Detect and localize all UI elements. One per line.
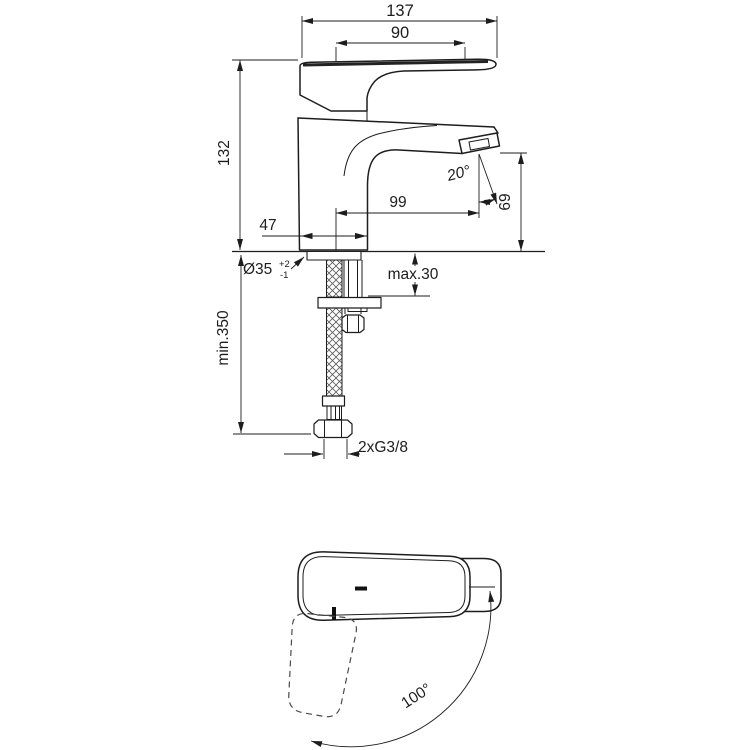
body-left-bottom (297, 117, 368, 251)
dim-90-label: 90 (391, 24, 409, 42)
faucet-body (297, 111, 501, 251)
extension-lines (232, 16, 527, 459)
topview-handle-outer (297, 551, 471, 621)
dim-hole-label: Ø35 (243, 261, 272, 278)
dim-69-label: 69 (497, 193, 514, 210)
dimension-max-deck-thickness: max.30 (388, 253, 439, 296)
topview-handle-rotated-dashed (288, 612, 357, 718)
dim-max30-label: max.30 (388, 266, 439, 283)
dimension-outlet-height: 69 (497, 153, 524, 251)
hole-leader-line (290, 256, 305, 270)
dimension-base-depth: 47 (259, 217, 367, 240)
dimension-min-hose-clearance: min.350 (215, 255, 244, 433)
dim-137-label: 137 (386, 2, 414, 20)
base-gasket (306, 250, 362, 261)
lever-outline (299, 58, 497, 112)
dimension-handle-length: 90 (336, 24, 465, 46)
mounting-bracket (317, 296, 382, 312)
angle-flow-line (478, 153, 498, 205)
angle-arc (478, 198, 496, 206)
faucet-lever (299, 58, 497, 112)
spout-contour-line (343, 125, 438, 177)
supply-hose-upper (326, 259, 343, 298)
dimension-spout-reach: 99 (336, 194, 479, 216)
dimension-supply-connection: 2xG3/8 (284, 439, 408, 457)
hose-end-fitting (313, 395, 353, 439)
dimension-total-height: 132 (216, 60, 243, 250)
dim-min350-label: min.350 (215, 310, 232, 366)
dimension-hole-diameter: Ø35 +2 -1 (243, 256, 305, 281)
dim-99-label: 99 (389, 194, 406, 211)
spout-top-edge (297, 117, 495, 128)
dim-132-label: 132 (216, 140, 233, 166)
dim-hole-tol-minus: -1 (280, 270, 288, 281)
dimension-aerator-angle: 20° (444, 153, 498, 218)
dimension-overall-length: 137 (302, 2, 497, 24)
g38-nut (313, 419, 353, 439)
ext-g38 (323, 439, 348, 459)
mounting-nut (341, 314, 365, 334)
dim-47-label: 47 (259, 217, 276, 234)
dim-hole-tol-plus: +2 (279, 259, 290, 270)
swivel-arc (310, 590, 495, 748)
aerator-insert (468, 137, 491, 151)
dim-20deg-label: 20° (444, 162, 472, 185)
supply-hose-lower (326, 307, 343, 397)
spout-right-face (493, 126, 499, 134)
dim-100deg-label: 100° (398, 680, 434, 712)
spout-underside (366, 149, 463, 251)
lever-top-shading (302, 60, 489, 67)
top-view: 100° (288, 551, 502, 748)
under-counter-assembly (313, 259, 382, 439)
dim-g38-label: 2xG3/8 (358, 439, 408, 456)
aerator-housing (458, 132, 501, 155)
side-view: 137 90 132 20° 99 69 (215, 2, 545, 459)
